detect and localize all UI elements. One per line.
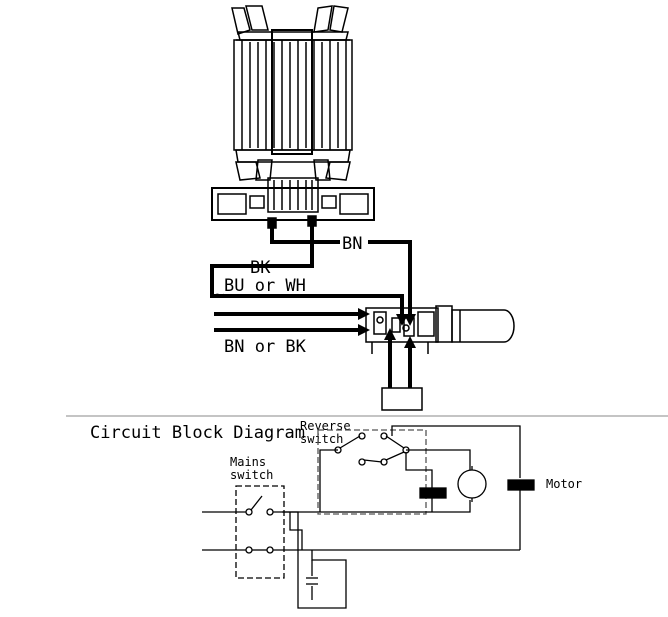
label-bu-or-wh: BU or WH <box>224 276 306 296</box>
label-bn-or-bk: BN or BK <box>224 337 307 357</box>
wires <box>210 226 412 388</box>
label-tilde-lower: ~ <box>214 321 224 341</box>
mains-switch-label-line1: Mains <box>230 455 266 469</box>
label-bk: BK <box>250 258 271 278</box>
capacitor-box <box>381 387 423 411</box>
switch-block <box>365 305 515 354</box>
mains-switch-label-line2: switch <box>230 468 273 482</box>
motor-label: Motor <box>546 477 582 491</box>
label-tilde-upper: ~ <box>214 285 224 305</box>
label-bn: BN <box>342 234 362 254</box>
arrowheads <box>358 308 416 348</box>
reverse-switch-label-line2: switch <box>300 432 343 446</box>
motor-assembly <box>211 5 375 229</box>
wire-labels: BN BK BU or WH ~ ~ BN or BK <box>214 234 368 357</box>
reverse-switch-label-line1: Reverse <box>300 419 351 433</box>
circuit-title: Circuit Block Diagram <box>90 423 305 443</box>
circuit-schematic <box>202 425 535 609</box>
